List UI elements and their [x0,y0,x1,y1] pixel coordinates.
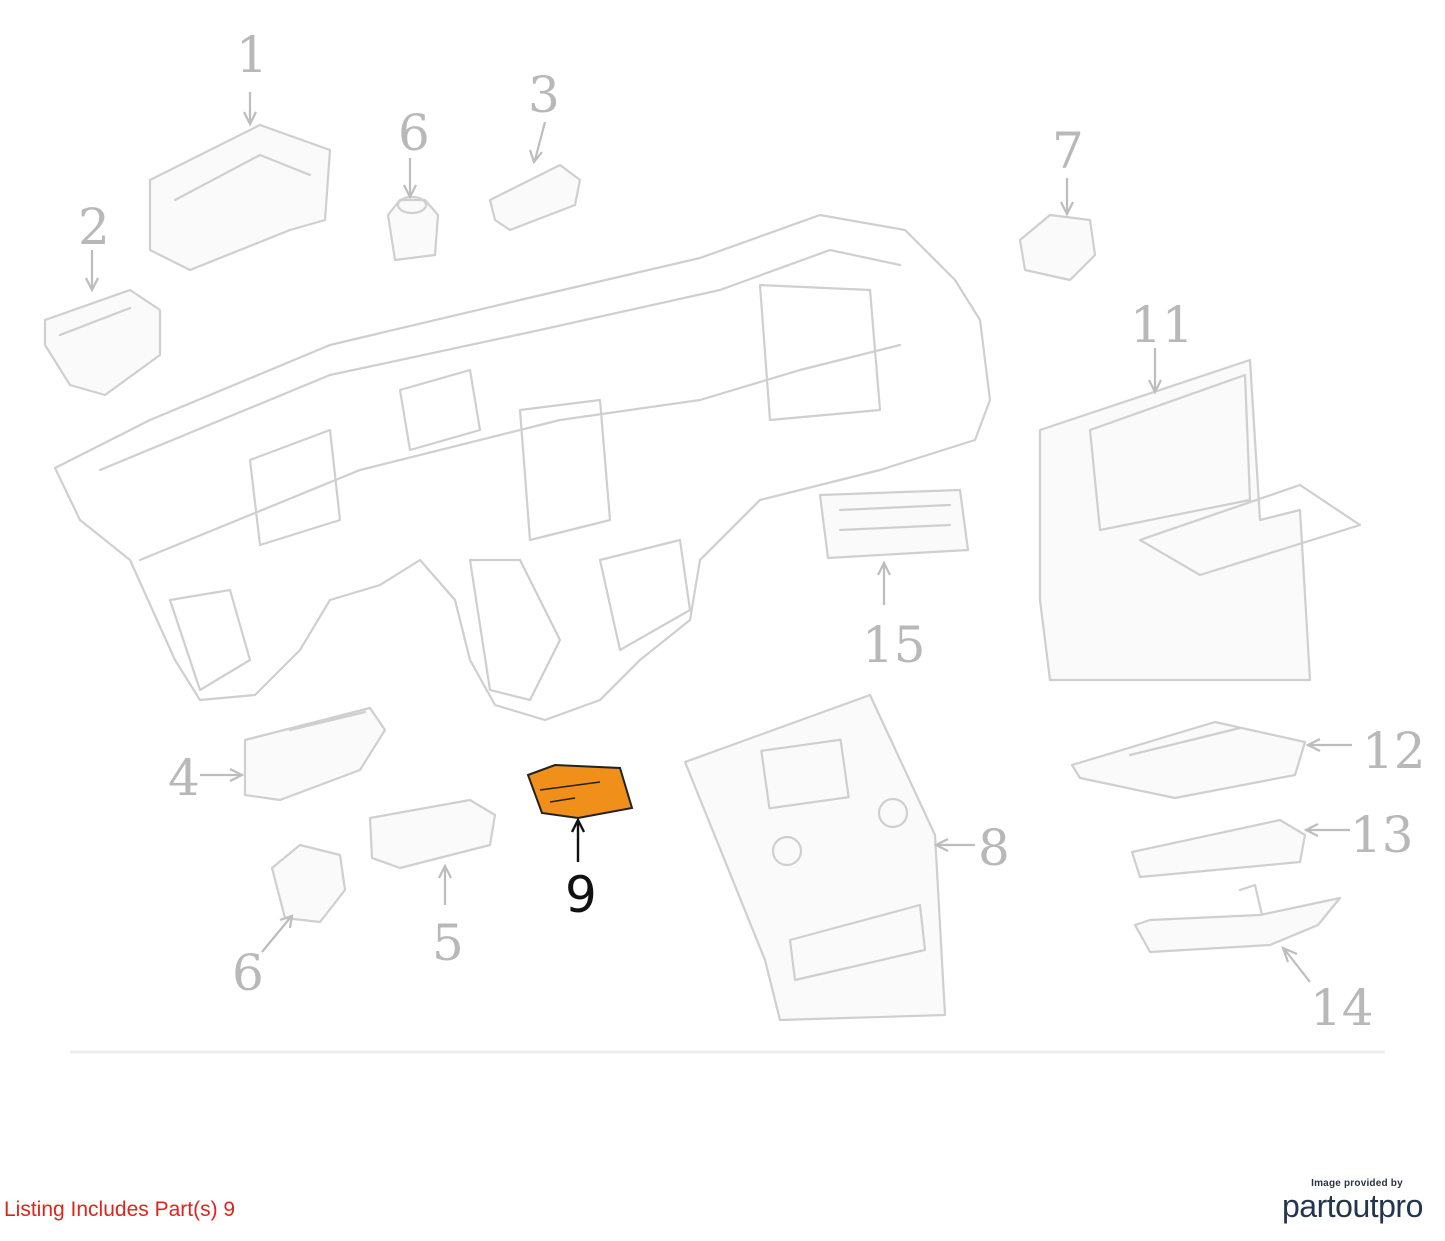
dashboard-frame [53,213,992,722]
part-14-bracket: 14 [1133,883,1374,1037]
callout-15: 15 [862,616,926,674]
listing-note: Listing Includes Part(s) 9 [4,1198,236,1221]
callout-8: 7 [1052,122,1084,180]
part-13-module: 13 [1130,806,1414,879]
part-6-switch: 6 [232,843,347,1002]
part-8-switch: 7 [1018,122,1097,282]
partoutpro-logo: partoutpro [1282,1188,1423,1224]
callout-10: 8 [978,819,1010,877]
callout-13: 13 [1350,806,1414,864]
callout-6: 6 [232,944,264,1002]
callout-9: 9 [565,866,597,924]
part-11-display: 11 [1038,296,1362,682]
credit-line: Image provided by [1311,1178,1403,1189]
part-10-center-stack: 8 [683,693,1010,1022]
part-3-vent: 3 [488,66,582,232]
image-credit: Image provided by partoutpro [1282,1178,1432,1223]
callout-7: 6 [398,104,430,162]
part-5-switch: 5 [368,798,497,972]
callout-2: 2 [78,198,110,256]
callout-4: 4 [168,749,200,807]
part-9-shape [526,763,634,820]
part-4-switch-panel: 4 [168,706,387,807]
callout-1: 1 [236,26,268,84]
callout-5: 5 [432,914,464,972]
part-9-highlighted-switch: 9 [526,763,634,924]
part-12-tray: 12 [1070,720,1426,800]
part-7-switch: 6 [386,104,440,262]
callout-11: 11 [1130,296,1194,354]
part-15-control: 15 [818,488,970,674]
callout-14: 14 [1310,979,1374,1037]
part-2-module: 2 [43,198,162,397]
part-1-instrument-cluster: 1 [148,26,332,272]
callout-3: 3 [528,66,560,124]
callout-12: 12 [1362,722,1426,780]
